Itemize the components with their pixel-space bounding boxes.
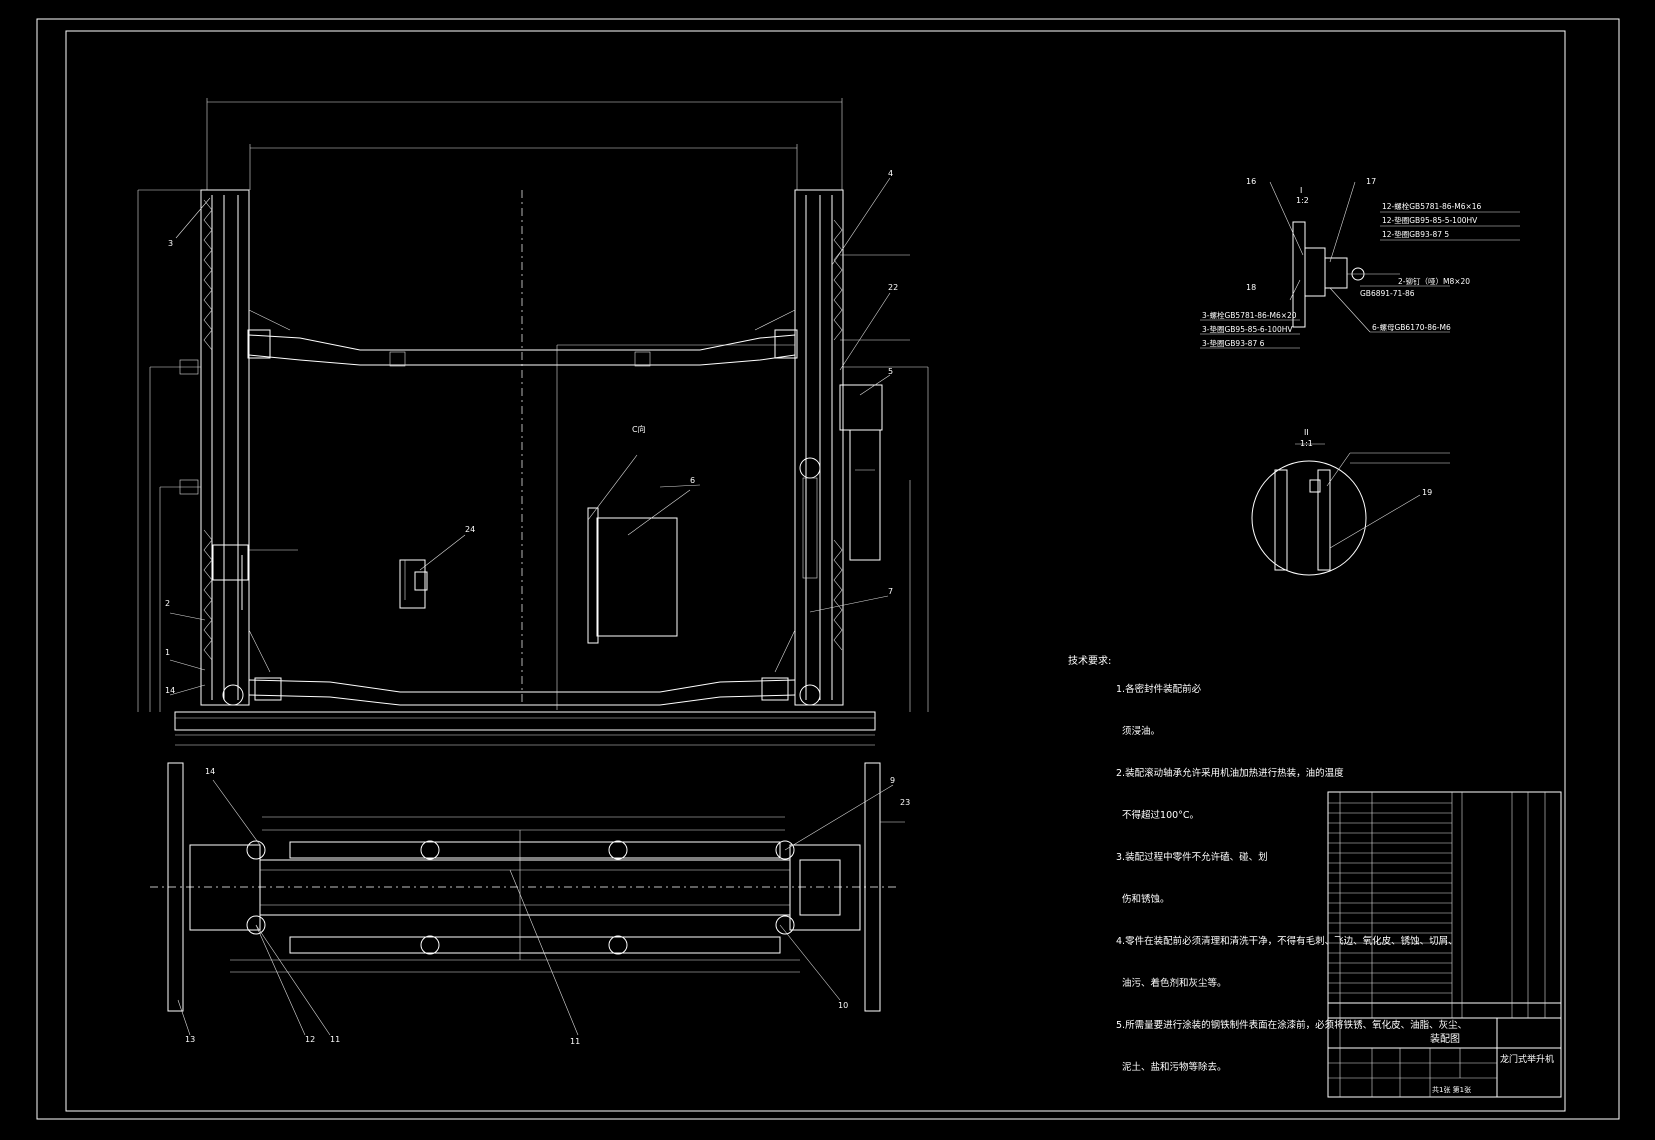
detail-II bbox=[1251, 443, 1450, 576]
balloon-1: 1 bbox=[165, 648, 170, 657]
balloon-5: 5 bbox=[888, 367, 893, 376]
callout-gb6891: GB6891-71-86 bbox=[1360, 289, 1415, 298]
callout-washer-5-100hv: 12-垫圈GB95-85-5-100HV bbox=[1382, 215, 1478, 225]
balloon-16-front: 14 bbox=[165, 686, 175, 695]
balloon-labels: 3 4 22 5 6 7 24 2 1 14 14 9 23 11 10 12 … bbox=[165, 169, 1432, 1046]
tech-line-1: 1.各密封件装配前必 bbox=[1116, 684, 1202, 695]
bom-grid bbox=[1328, 802, 1452, 994]
tech-line-3: 2.装配滚动轴承允许采用机油加热进行热装，油的温度 bbox=[1116, 768, 1344, 779]
tech-lines: 1.各密封件装配前必 须浸油。 2.装配滚动轴承允许采用机油加热进行热装，油的温… bbox=[1116, 655, 1467, 1103]
view-labels: C向 I 1:2 II 1:1 bbox=[632, 186, 1313, 448]
title-block bbox=[1327, 791, 1562, 1098]
balloon-7: 7 bbox=[888, 587, 893, 596]
inner-border bbox=[65, 30, 1566, 1112]
view-c-label: C向 bbox=[632, 424, 646, 434]
balloon-12: 11 bbox=[330, 1035, 340, 1044]
detail-ii-label: II bbox=[1304, 428, 1309, 437]
detail-ii-scale: 1:1 bbox=[1300, 439, 1313, 448]
balloon-2: 2 bbox=[165, 599, 170, 608]
balloon-19: 18 bbox=[1246, 283, 1256, 292]
tech-line-5: 3.装配过程中零件不允许磕、碰、划 bbox=[1116, 852, 1268, 863]
balloon-9: 9 bbox=[890, 776, 895, 785]
top-view bbox=[150, 762, 905, 1036]
detail-I bbox=[1200, 181, 1520, 349]
balloon-24: 24 bbox=[465, 525, 475, 534]
detail-callouts: 12-螺栓GB5781-86-M6×16 12-垫圈GB95-85-5-100H… bbox=[1202, 201, 1482, 348]
outer-border bbox=[36, 18, 1620, 1120]
balloon-20: 19 bbox=[1422, 488, 1432, 497]
balloon-4: 4 bbox=[888, 169, 893, 178]
front-view bbox=[137, 98, 929, 746]
tech-line-6: 伤和锈蚀。 bbox=[1116, 894, 1170, 905]
product-name: 龙门式举升机 bbox=[1500, 1053, 1554, 1065]
balloon-22: 23 bbox=[900, 798, 910, 807]
balloon-17: 16 bbox=[1246, 177, 1256, 186]
detail-i-label: I bbox=[1300, 186, 1302, 195]
title-block-text: 装配图 龙门式举升机 共1张 第1张 bbox=[1430, 1032, 1554, 1094]
tech-line-2: 须浸油。 bbox=[1116, 726, 1161, 737]
balloon-3: 3 bbox=[168, 239, 173, 248]
balloon-23: 22 bbox=[888, 283, 898, 292]
callout-washer-93-6: 3-垫圈GB93-87 6 bbox=[1202, 338, 1265, 348]
balloon-13: 12 bbox=[305, 1035, 315, 1044]
tech-line-10: 泥土、盐和污物等除去。 bbox=[1116, 1062, 1227, 1073]
balloon-6: 6 bbox=[690, 476, 695, 485]
balloon-18: 17 bbox=[1366, 177, 1376, 186]
tech-line-9: 5.所需量要进行涂装的钢铁制件表面在涂漆前，必须将铁锈、氧化皮、油脂、灰尘、 bbox=[1116, 1020, 1468, 1031]
technical-requirements: 技术要求: 1.各密封件装配前必 须浸油。 2.装配滚动轴承允许采用机油加热进行… bbox=[1068, 655, 1488, 1073]
balloon-11: 11 bbox=[570, 1037, 580, 1046]
detail-i-scale: 1:2 bbox=[1296, 196, 1309, 205]
callout-rivet-m8x20: 2-铆钉（哑）M8×20 bbox=[1398, 276, 1470, 286]
tech-line-7: 4.零件在装配前必须清理和清洗干净，不得有毛刺、飞边、氧化皮、锈蚀、切屑、 bbox=[1116, 936, 1458, 947]
balloon-16-top: 14 bbox=[205, 767, 215, 776]
callout-bolt-m6x16: 12-螺栓GB5781-86-M6×16 bbox=[1382, 201, 1482, 211]
balloon-14: 13 bbox=[185, 1035, 195, 1044]
callout-washer-93-5: 12-垫圈GB93-87 5 bbox=[1382, 229, 1449, 239]
balloon-10: 10 bbox=[838, 1001, 848, 1010]
tech-line-8: 油污、着色剂和灰尘等。 bbox=[1116, 978, 1227, 989]
tech-line-4: 不得超过100°C。 bbox=[1116, 810, 1200, 821]
sheet-number: 共1张 第1张 bbox=[1432, 1085, 1471, 1094]
tech-heading: 技术要求: bbox=[1068, 656, 1112, 667]
callout-bolt-m6x20: 3-螺栓GB5781-86-M6×20 bbox=[1202, 310, 1297, 320]
drawing-name: 装配图 bbox=[1430, 1032, 1460, 1045]
callout-washer-6-100hv: 3-垫圈GB95-85-6-100HV bbox=[1202, 324, 1293, 334]
callout-nut-m6: 6-螺母GB6170-86-M6 bbox=[1372, 322, 1451, 332]
